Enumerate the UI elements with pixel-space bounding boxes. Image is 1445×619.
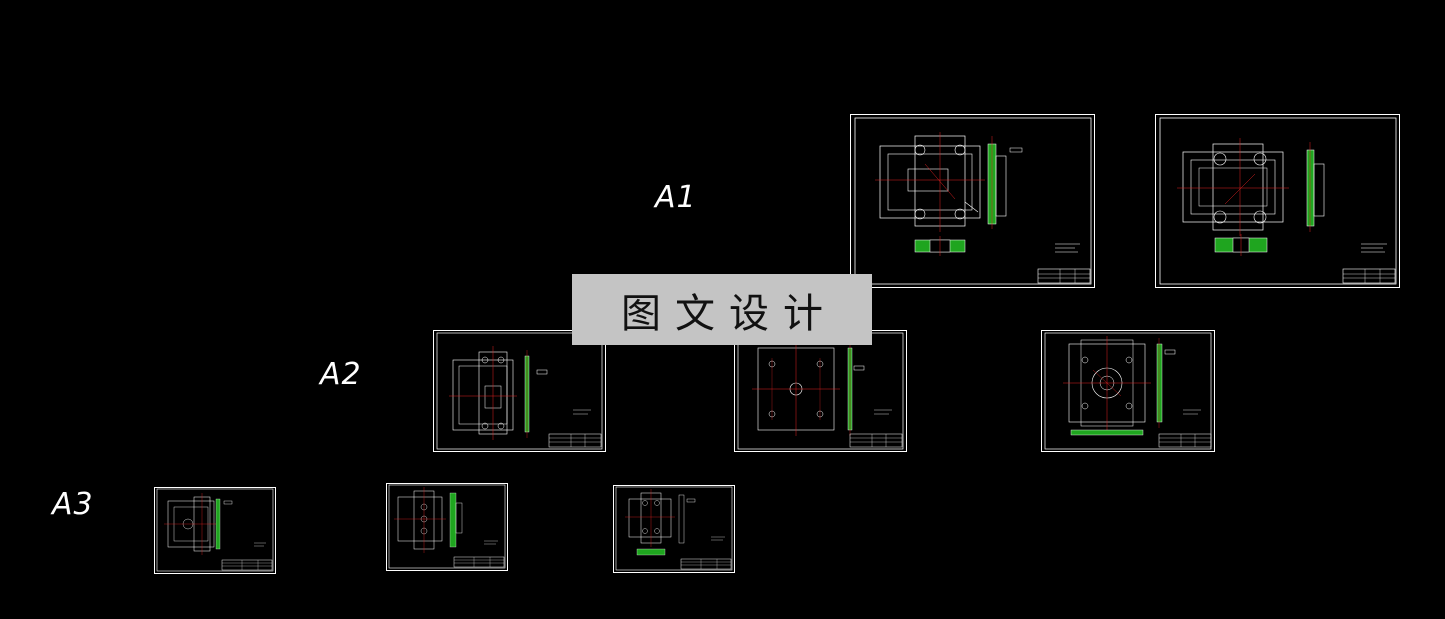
drawing-sheet-a2-3[interactable] [1041, 330, 1215, 452]
sheet-a2-2-drawing [734, 330, 907, 452]
sheet-a2-1-drawing [433, 330, 606, 452]
drawing-sheet-a2-2[interactable] [734, 330, 907, 452]
sheet-a2-3-drawing [1041, 330, 1215, 452]
watermark-text: 图文设计 [621, 290, 837, 337]
sheet-a3-2-drawing [386, 483, 508, 571]
label-a3: A3 [52, 487, 94, 522]
watermark-banner: 图文设计 [572, 274, 872, 345]
drawing-sheet-a1-2[interactable] [1155, 114, 1400, 288]
sheet-a1-1-drawing [850, 114, 1095, 288]
sheet-a3-1-drawing [154, 487, 276, 574]
drawing-sheet-a3-2[interactable] [386, 483, 508, 571]
drawing-sheet-a1-1[interactable] [850, 114, 1095, 288]
sheet-a3-3-drawing [613, 485, 735, 573]
drawing-sheet-a3-1[interactable] [154, 487, 276, 574]
drawing-sheet-a2-1[interactable] [433, 330, 606, 452]
label-a2: A2 [320, 357, 362, 392]
label-a1: A1 [655, 180, 697, 215]
drawing-sheet-a3-3[interactable] [613, 485, 735, 573]
sheet-a1-2-drawing [1155, 114, 1400, 288]
